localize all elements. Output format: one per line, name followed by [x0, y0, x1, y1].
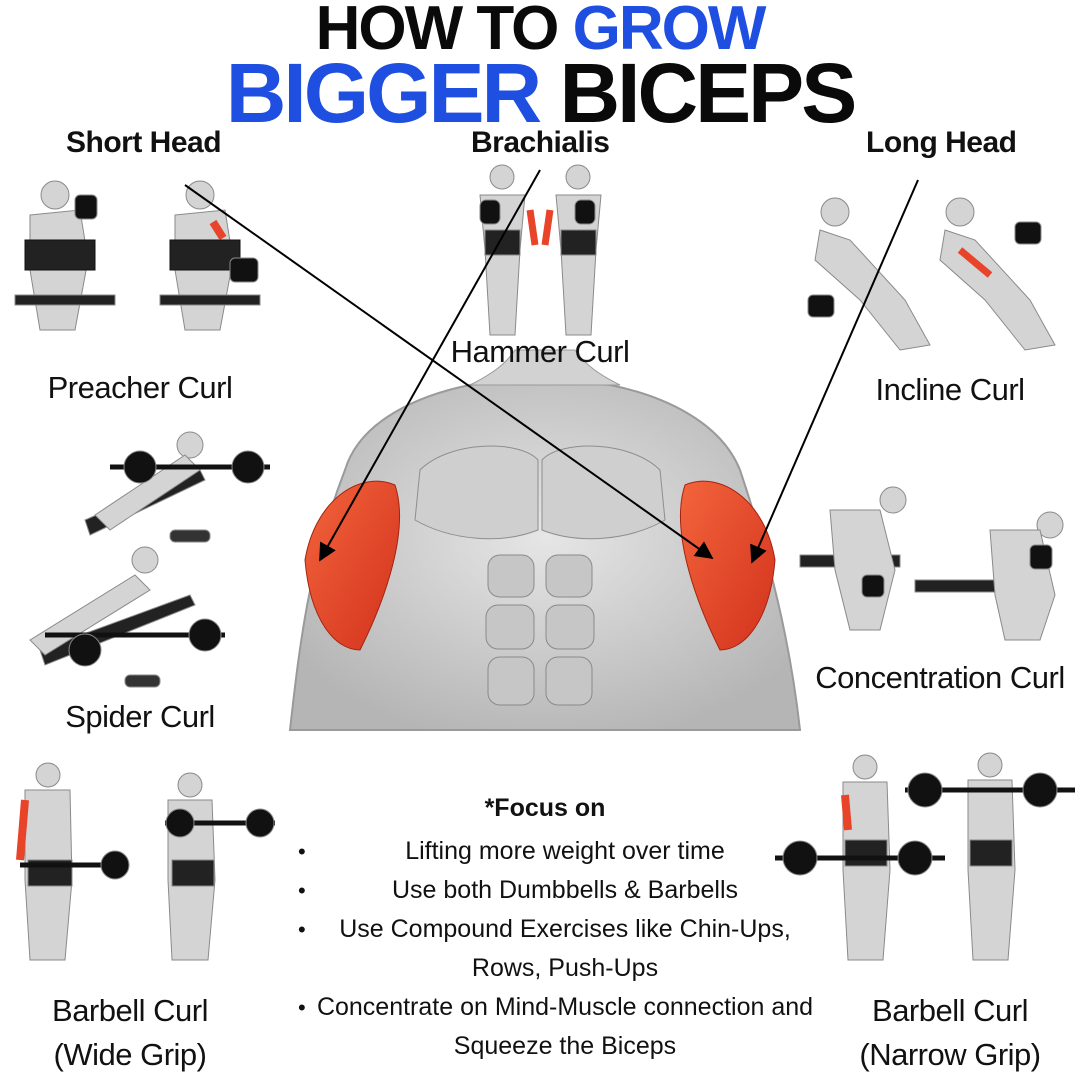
short-head-arrow — [184, 184, 714, 560]
title-biceps: BICEPS — [559, 46, 857, 140]
hammer-curl-illustration — [479, 164, 602, 336]
page-title-line2: BIGGER BICEPS — [0, 48, 1080, 138]
long-head-arrow — [750, 179, 919, 564]
long-head-label: Long Head — [866, 126, 1017, 159]
barbell-curl-wide-illustration — [16, 762, 275, 961]
barbell-curl-narrow-label: Barbell Curl — [872, 993, 1028, 1028]
focus-bullet: •Use both Dumbbells & Barbells — [298, 876, 738, 904]
spider-curl-label: Spider Curl — [65, 699, 215, 734]
focus-bullet: •Use Compound Exercises like Chin-Ups, R… — [298, 915, 791, 982]
spider-curl-illustration — [29, 431, 270, 688]
page-title-line1: HOW TO GROW — [0, 0, 1080, 64]
focus-bullet: •Lifting more weight over time — [298, 837, 725, 865]
title-how-to: HOW TO — [315, 0, 560, 63]
barbell-curl-narrow-illustration — [775, 752, 1075, 961]
short-head-label: Short Head — [66, 126, 222, 159]
brachialis-label: Brachialis — [471, 126, 610, 159]
concentration-curl-label: Concentration Curl — [815, 660, 1065, 695]
concentration-curl-illustration — [799, 486, 1064, 641]
barbell-curl-narrow-grip-label: (Narrow Grip) — [859, 1037, 1041, 1072]
focus-bullet: •Concentrate on Mind-Muscle connection a… — [298, 993, 814, 1060]
hammer-curl-label: Hammer Curl — [450, 334, 630, 369]
focus-title: *Focus on — [484, 794, 606, 822]
barbell-curl-wide-grip-label: (Wide Grip) — [53, 1037, 207, 1072]
focus-bullet-list: •Lifting more weight over time •Use both… — [290, 832, 820, 1066]
incline-curl-illustration — [807, 197, 1056, 351]
title-bigger: BIGGER — [225, 46, 542, 140]
brachialis-arrow — [319, 169, 541, 562]
preacher-curl-label: Preacher Curl — [47, 370, 233, 405]
torso-anatomy-illustration — [288, 349, 802, 731]
pointer-arrows — [184, 169, 919, 564]
barbell-curl-wide-label: Barbell Curl — [52, 993, 208, 1028]
preacher-curl-illustration — [14, 180, 261, 331]
incline-curl-label: Incline Curl — [875, 372, 1025, 407]
title-grow: GROW — [572, 0, 767, 63]
